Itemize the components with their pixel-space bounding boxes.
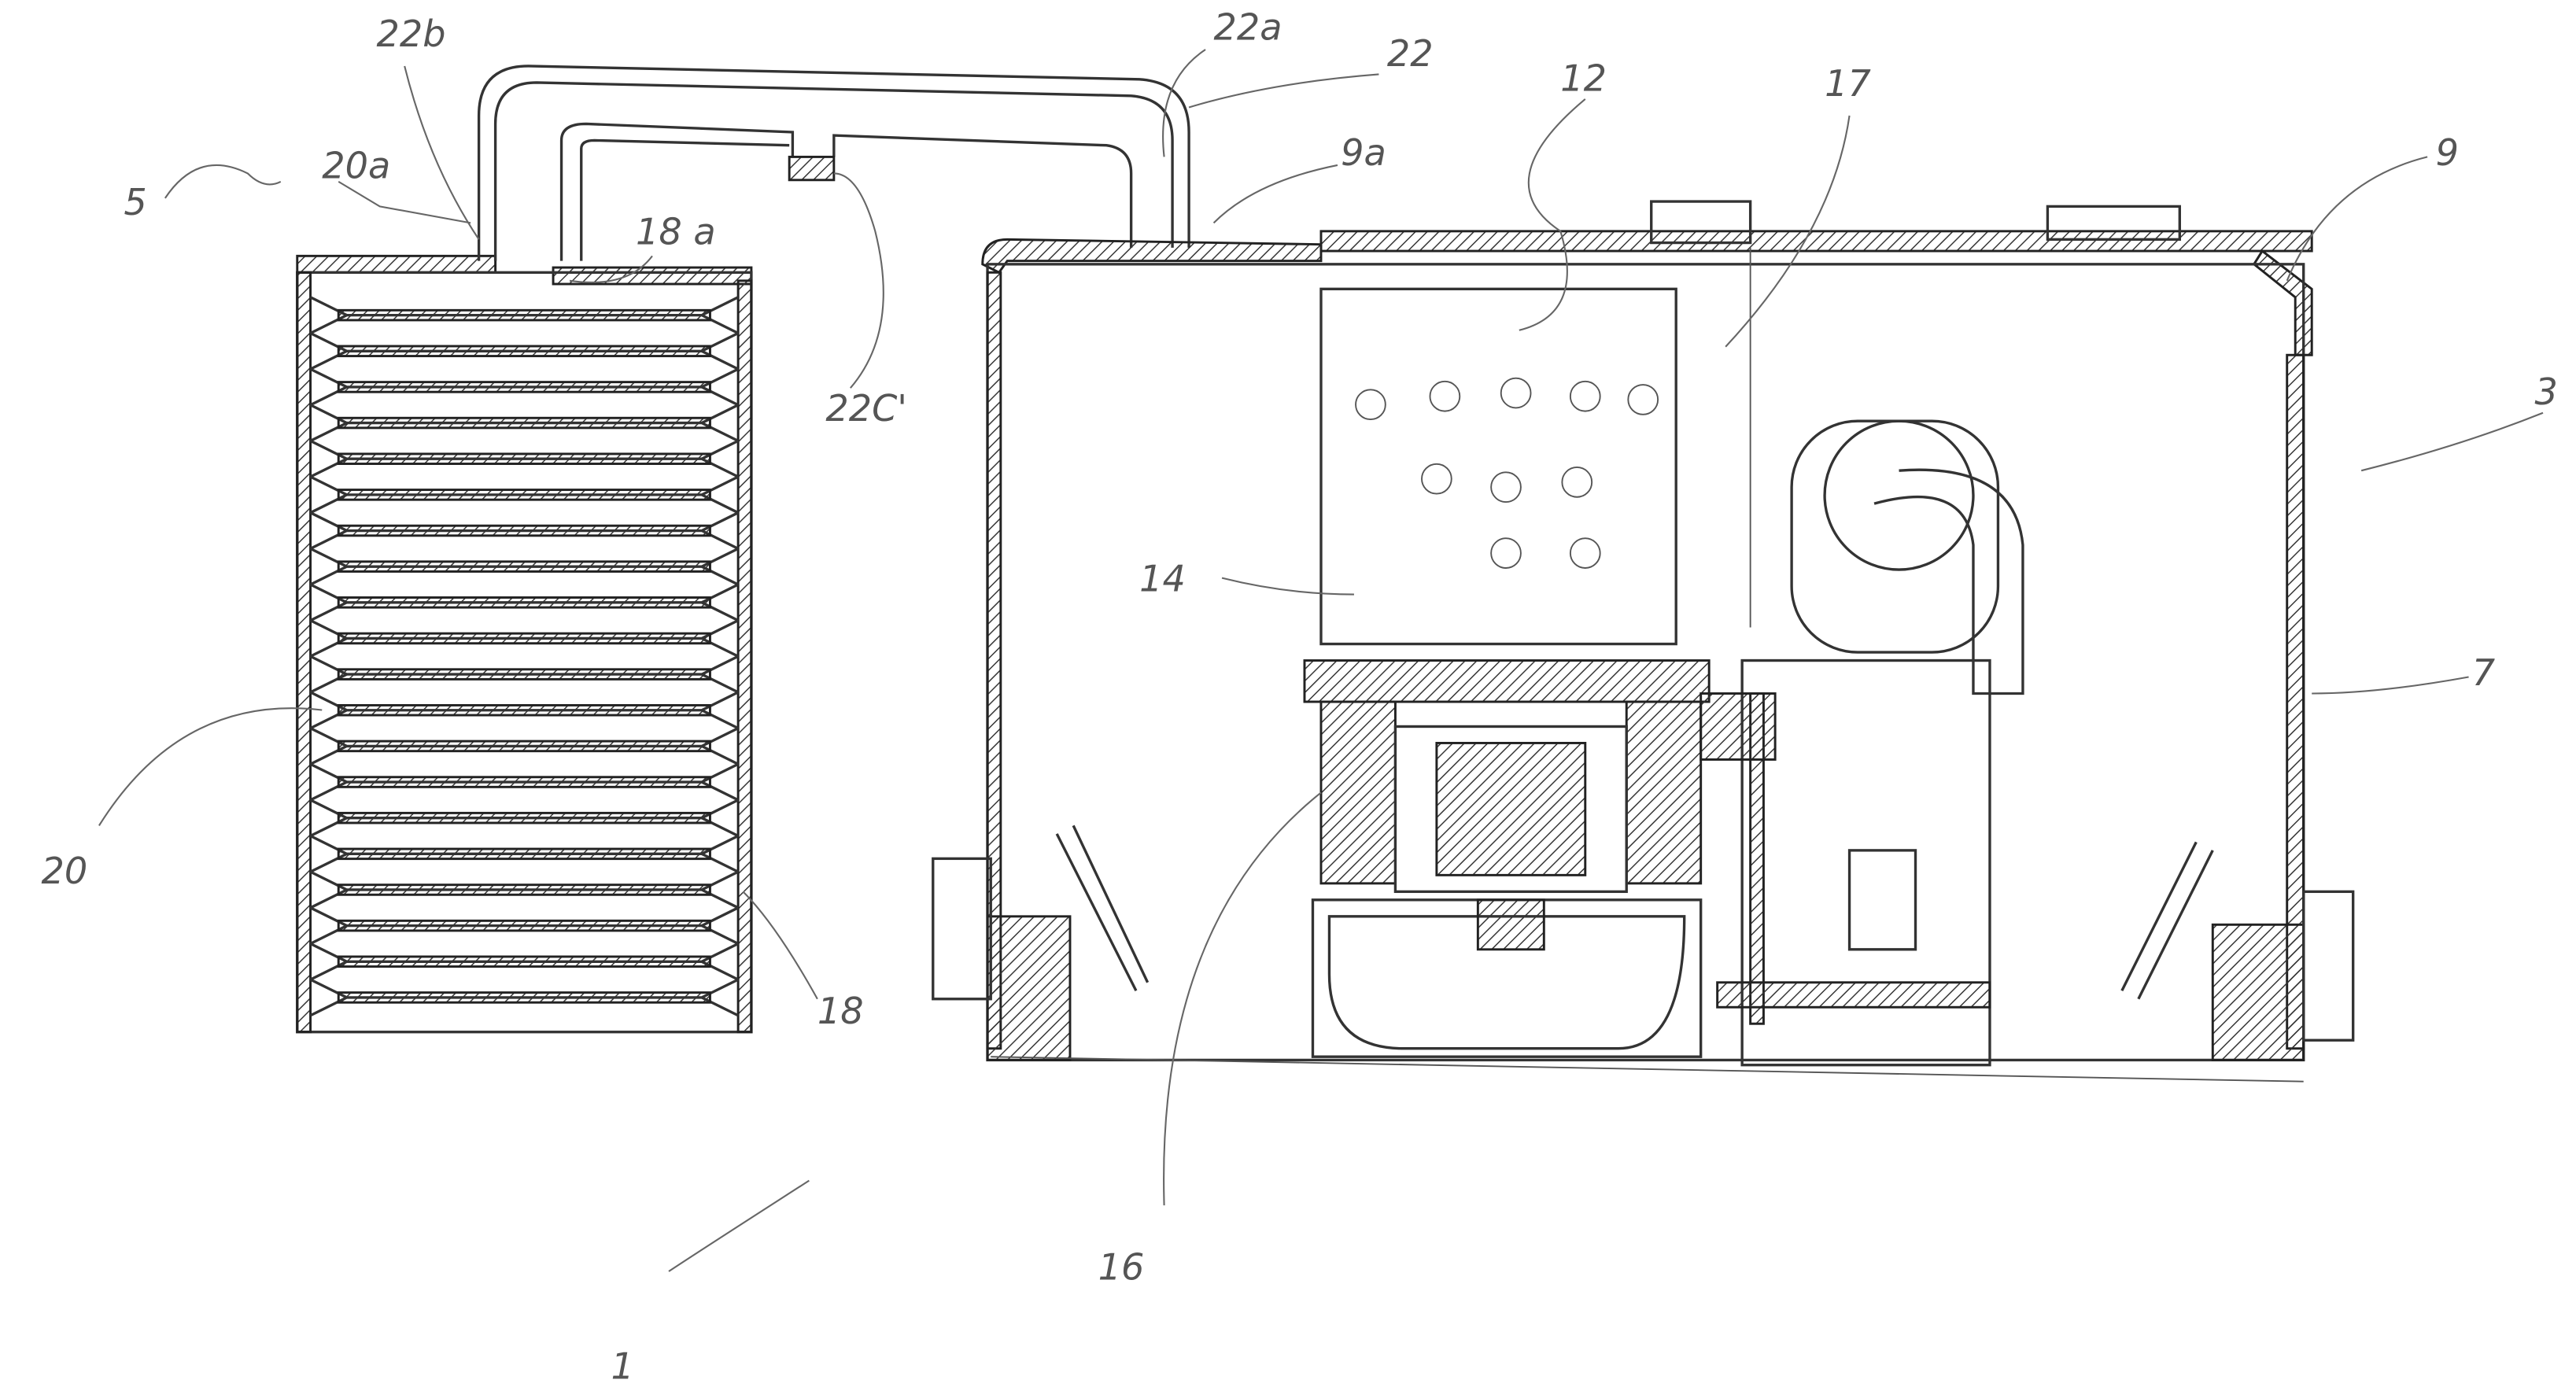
filter-pleat-fold (337, 489, 711, 501)
label-18a: 18 a (636, 211, 716, 253)
valve-22c (788, 155, 836, 182)
filter-pleat-fold (337, 703, 711, 717)
label-7: 7 (2472, 651, 2495, 694)
filter-pleat-fold (337, 883, 711, 896)
label-5: 5 (124, 181, 146, 223)
filter-pleat-fold (337, 416, 711, 430)
label-18: 18 (817, 990, 864, 1032)
label-9a: 9a (1341, 131, 1386, 174)
filter-lid-left (296, 254, 497, 274)
filter-pleat-fold (337, 991, 711, 1004)
filter-unit (296, 254, 753, 1034)
filter-pleat-fold (337, 740, 711, 753)
filter-pleats (309, 296, 739, 1017)
top-port-right (2046, 205, 2181, 242)
filter-pleat-fold (337, 345, 711, 358)
leader-lines (98, 49, 2544, 1272)
label-16: 16 (1098, 1246, 1145, 1289)
filter-pleat-fold (337, 668, 711, 681)
filter-wall-left (296, 271, 312, 1034)
filter-pleat-fold (337, 847, 711, 861)
filter-pleat-fold (337, 452, 711, 465)
label-9: 9 (2436, 131, 2459, 174)
perforated-cylinder-12 (1319, 287, 1677, 646)
motor-assembly (1303, 287, 1711, 1058)
filter-pleat-fold (337, 308, 711, 322)
label-14: 14 (1139, 557, 1186, 599)
label-22: 22 (1387, 32, 1434, 75)
filter-pleat-fold (337, 811, 711, 824)
filter-pleat-fold (337, 955, 711, 968)
top-port-left (1650, 200, 1752, 245)
label-1: 1 (611, 1345, 634, 1387)
label-22a: 22a (1214, 6, 1282, 48)
filter-pleat-fold (337, 560, 711, 573)
label-17: 17 (1825, 62, 1871, 105)
label-22b: 22b (377, 13, 446, 55)
filter-pleat-fold (337, 524, 711, 537)
lid-9 (1319, 230, 2313, 253)
filter-pleat-fold (337, 632, 711, 645)
blower-assembly (1699, 247, 2024, 1067)
filter-pleat-fold (337, 776, 711, 788)
connecting-duct (477, 65, 1190, 261)
label-12: 12 (1560, 57, 1607, 99)
label-3: 3 (2535, 371, 2558, 413)
wheel-left (932, 857, 992, 1001)
label-22c: 22C' (825, 387, 907, 430)
main-housing (932, 200, 2355, 1083)
filter-pleat-fold (337, 919, 711, 932)
label-20: 20 (41, 850, 87, 892)
label-20a: 20a (322, 145, 390, 187)
filter-pleat-fold (337, 381, 711, 393)
filter-wall-right (736, 279, 753, 1034)
perforations (1355, 377, 1659, 569)
wheel-right (2302, 890, 2355, 1042)
filter-pleat-fold (337, 596, 711, 609)
